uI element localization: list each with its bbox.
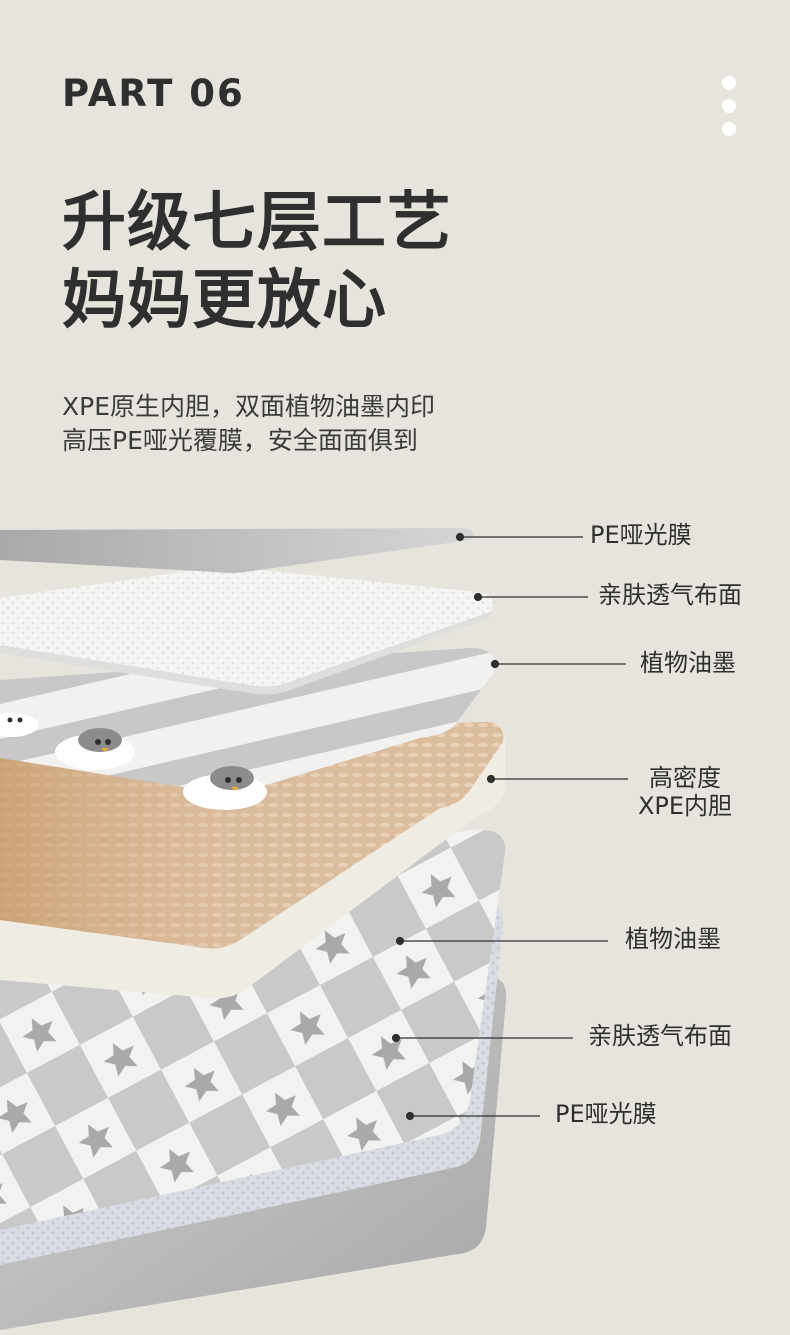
top-pe-film — [0, 528, 474, 573]
layer-label-xpe-core-line2: XPE内胆 — [637, 791, 733, 820]
layer-label-xpe-core: 高密度 XPE内胆 — [630, 764, 740, 820]
headline-line-1: 升级七层工艺 — [62, 186, 452, 260]
penguin-icon — [0, 713, 38, 737]
layer-label-fabric-bottom: 亲肤透气布面 — [588, 1022, 732, 1050]
layer-label-xpe-core-line1: 高密度 — [649, 764, 721, 792]
layer-label-fabric-top: 亲肤透气布面 — [598, 581, 742, 609]
dot — [722, 122, 736, 136]
headline-line-2: 妈妈更放心 — [62, 264, 387, 338]
dot — [722, 99, 736, 113]
top-fabric — [0, 567, 494, 687]
layer-label-ink-top: 植物油墨 — [640, 649, 736, 677]
description-line-2: 高压PE哑光覆膜，安全面面俱到 — [62, 426, 418, 455]
layer-label-ink-bottom: 植物油墨 — [625, 925, 721, 953]
penguin-icon — [55, 728, 135, 770]
part-number: PART 06 — [62, 72, 245, 115]
dot — [722, 76, 736, 90]
description-line-1: XPE原生内胆，双面植物油墨内印 — [62, 392, 435, 421]
penguin-icon — [183, 766, 267, 810]
menu-dots-icon[interactable] — [722, 76, 738, 145]
layer-label-pe-film-bottom: PE哑光膜 — [555, 1100, 657, 1128]
top-fabric-edge — [0, 612, 490, 695]
layer-label-pe-film-top: PE哑光膜 — [590, 521, 692, 549]
xpe-core-shade — [0, 722, 504, 949]
